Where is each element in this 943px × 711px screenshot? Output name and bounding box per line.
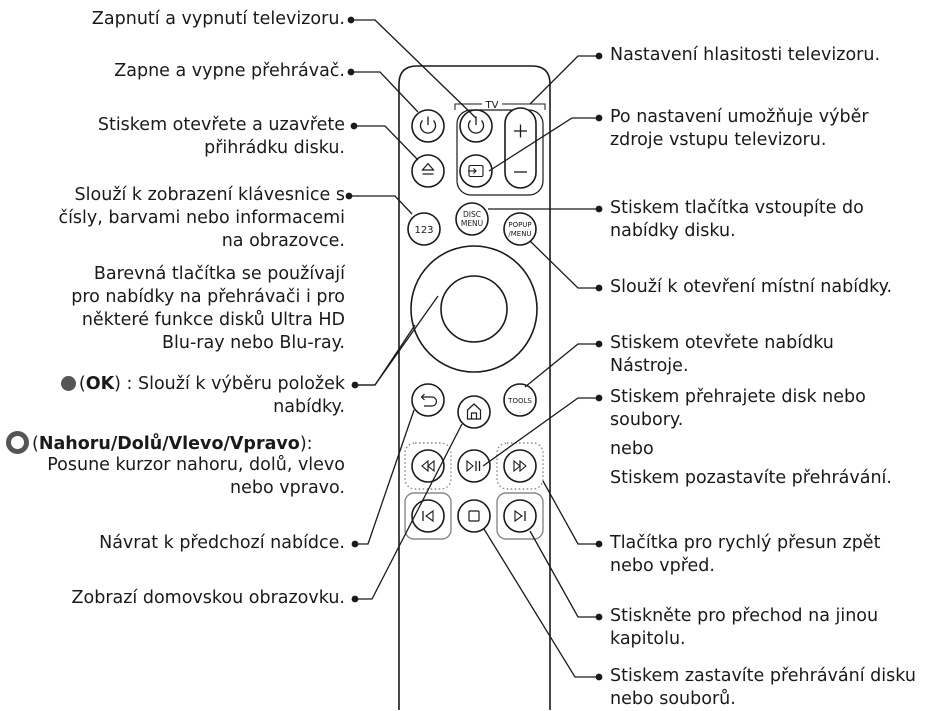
home-button[interactable] bbox=[457, 395, 491, 429]
label-keypad: Slouží k zobrazení klávesnice s čísly, b… bbox=[58, 185, 345, 251]
volume-rocker[interactable] bbox=[504, 107, 537, 189]
player-power-button[interactable] bbox=[411, 109, 445, 143]
stop-icon bbox=[468, 510, 480, 522]
label-disc-menu: Stiskem tlačítka vstoupíte do nabídky di… bbox=[610, 198, 864, 241]
leader-lines-right bbox=[482, 55, 599, 678]
leader-dots-left bbox=[345, 16, 359, 603]
power-icon bbox=[419, 116, 437, 134]
skip-forward-button[interactable] bbox=[503, 499, 537, 533]
label-ok: (OK) : Slouží k výběru položek nabídky. bbox=[60, 373, 345, 419]
leader-lines-left bbox=[349, 19, 477, 600]
popup-menu-button[interactable]: POPUP /MENU bbox=[503, 212, 537, 246]
tv-group-bracket bbox=[454, 103, 546, 110]
popup-text-2: /MENU bbox=[508, 230, 531, 238]
source-button[interactable] bbox=[459, 154, 493, 188]
tools-button[interactable]: TOOLS bbox=[503, 383, 537, 417]
source-icon bbox=[468, 164, 484, 178]
ok-button[interactable] bbox=[440, 275, 508, 343]
label-source: Po nastavení umožňuje výběr zdroje vstup… bbox=[610, 107, 869, 150]
popup-text-1: POPUP bbox=[508, 221, 531, 229]
navigation-ring-icon bbox=[6, 431, 29, 454]
disc-menu-text-1: DISC bbox=[463, 210, 481, 219]
label-popup-menu: Slouží k otevření místní nabídky. bbox=[610, 277, 893, 297]
label-tools: Stiskem otevřete nabídku Nástroje. bbox=[610, 333, 834, 376]
label-tv-power: Zapnutí a vypnutí televizoru. bbox=[91, 9, 345, 29]
skip-forward-group-box bbox=[496, 492, 544, 540]
fast-forward-icon bbox=[513, 459, 527, 473]
keypad-123-button[interactable]: 123 bbox=[407, 212, 441, 246]
tv-power-button[interactable] bbox=[459, 109, 493, 143]
play-pause-button[interactable] bbox=[457, 449, 491, 483]
tv-group-box bbox=[456, 109, 544, 196]
skip-back-button[interactable] bbox=[411, 499, 445, 533]
label-navigation-heading: (Nahoru/Dolů/Vlevo/Vpravo): bbox=[6, 431, 313, 456]
label-skip: Stiskněte pro přechod na jinou kapitolu. bbox=[610, 606, 879, 649]
label-home: Zobrazí domovskou obrazovku. bbox=[71, 588, 345, 608]
home-icon bbox=[466, 403, 482, 420]
back-button[interactable] bbox=[411, 383, 445, 417]
disc-menu-button[interactable]: DISC MENU bbox=[455, 202, 489, 236]
rewind-button[interactable] bbox=[411, 449, 445, 483]
tv-label: TV bbox=[485, 100, 499, 111]
skip-back-icon bbox=[422, 509, 434, 523]
eject-icon bbox=[421, 162, 435, 175]
label-eject: Stiskem otevřete a uzavřete přihrádku di… bbox=[97, 115, 345, 158]
play-pause-icon bbox=[466, 459, 481, 473]
back-icon bbox=[420, 393, 438, 407]
remote-body bbox=[398, 65, 551, 710]
leader-dots-right bbox=[595, 52, 603, 681]
disc-menu-text-2: MENU bbox=[461, 219, 483, 228]
label-play-pause: Stiskem přehrajete disk nebo soubory. ne… bbox=[610, 387, 892, 488]
ok-button-icon bbox=[60, 376, 76, 391]
tools-text: TOOLS bbox=[507, 397, 532, 405]
forward-group-box bbox=[496, 442, 544, 490]
stop-button[interactable] bbox=[457, 499, 491, 533]
label-fast-forward: Tlačítka pro rychlý přesun zpět nebo vpř… bbox=[610, 533, 881, 576]
eject-button[interactable] bbox=[411, 154, 445, 188]
label-stop: Stiskem zastavíte přehrávání disku nebo … bbox=[610, 666, 916, 709]
label-navigation: Posune kurzor nahoru, dolů, vlevo nebo v… bbox=[47, 455, 345, 498]
fast-forward-button[interactable] bbox=[503, 449, 537, 483]
label-color-buttons: Barevná tlačítka se používají pro nabídk… bbox=[71, 264, 345, 353]
btn-123-text: 123 bbox=[414, 225, 433, 236]
label-volume: Nastavení hlasitosti televizoru. bbox=[610, 45, 881, 65]
skip-back-group-box bbox=[404, 492, 452, 540]
rewind-icon bbox=[421, 459, 435, 473]
skip-forward-icon bbox=[514, 509, 526, 523]
label-player-power: Zapne a vypne přehrávač. bbox=[114, 61, 345, 81]
label-back: Návrat k předchozí nabídce. bbox=[99, 533, 345, 553]
